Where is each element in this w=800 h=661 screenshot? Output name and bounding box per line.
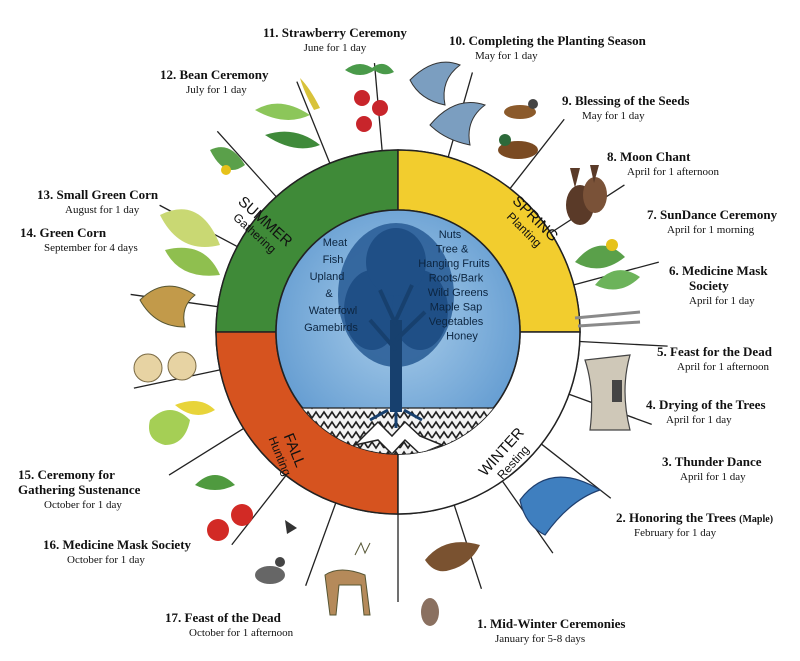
tree-of-life-icon <box>338 223 454 428</box>
fish-summer-icon <box>139 285 196 328</box>
right-list-item: Tree & <box>436 244 469 256</box>
onion-icon <box>133 351 197 383</box>
fish-winter-icon <box>519 476 602 536</box>
sunflower-icon <box>575 239 640 290</box>
ceremony-label-9: 9. Blessing of the Seeds May for 1 day <box>562 93 690 122</box>
right-list-item: Roots/Bark <box>429 273 484 285</box>
deer-icon <box>324 541 371 616</box>
right-list-item: Honey <box>446 331 478 343</box>
left-list-item: Meat <box>323 237 347 249</box>
right-list-item: Hanging Fruits <box>418 258 490 270</box>
ceremony-label-10: 10. Completing the Planting Season May f… <box>449 33 646 62</box>
ceremony-label-5: 5. Feast for the Dead April for 1 aftern… <box>657 344 772 373</box>
ceremony-label-12: 12. Bean Ceremony July for 1 day <box>160 67 269 96</box>
blossom-icon <box>210 147 245 175</box>
ceremony-label-15: 15. Ceremony for Gathering Sustenance Oc… <box>18 467 141 511</box>
left-list-item: & <box>325 288 333 300</box>
bean-icon <box>255 78 320 149</box>
ceremony-label-6: 6. Medicine Mask Society April for 1 day <box>669 263 768 307</box>
ceremony-label-2: 2. Honoring the Trees (Maple) February f… <box>616 510 774 539</box>
goose-icon <box>255 520 297 584</box>
corn-icon <box>160 209 220 276</box>
ceremony-label-14: 14. Green Corn September for 4 days <box>20 225 138 254</box>
apple-icon <box>195 475 253 541</box>
ceremony-label-13: 13. Small Green Corn August for 1 day <box>37 187 159 216</box>
right-list-item: Nuts <box>439 229 462 241</box>
ceremony-label-7: 7. SunDance Ceremony April for 1 morning <box>647 207 778 236</box>
sticks-icon <box>574 310 641 328</box>
squash-icon <box>149 401 215 445</box>
rabbit-icon <box>566 165 607 225</box>
ceremony-label-11: 11. Strawberry Ceremony June for 1 day <box>263 25 407 54</box>
duck-icon <box>498 99 538 159</box>
tree-stump-icon <box>584 354 631 431</box>
left-list-item: Upland <box>310 271 345 283</box>
strawberry-icon <box>345 63 394 132</box>
ceremony-label-4: 4. Drying of the Trees April for 1 day <box>646 397 766 426</box>
ceremony-label-17: 17. Feast of the Dead October for 1 afte… <box>165 610 294 639</box>
left-list-item: Fish <box>323 254 344 266</box>
right-list-item: Wild Greens <box>428 287 489 299</box>
wedge-illustrations <box>133 61 641 626</box>
fish-icon <box>409 61 487 146</box>
left-list-item: Gamebirds <box>304 322 358 334</box>
ceremony-label-16: 16. Medicine Mask Society October for 1 … <box>43 537 192 566</box>
right-list-item: Maple Sap <box>430 302 483 314</box>
ceremony-label-3: 3. Thunder Dance April for 1 day <box>662 454 762 483</box>
ceremony-label-1: 1. Mid-Winter Ceremonies January for 5-8… <box>477 616 626 645</box>
right-list-item: Vegetables <box>429 316 484 328</box>
ceremony-label-8: 8. Moon Chant April for 1 afternoon <box>607 149 719 178</box>
eagle-icon <box>421 542 480 626</box>
left-list-item: Waterfowl <box>309 305 358 317</box>
